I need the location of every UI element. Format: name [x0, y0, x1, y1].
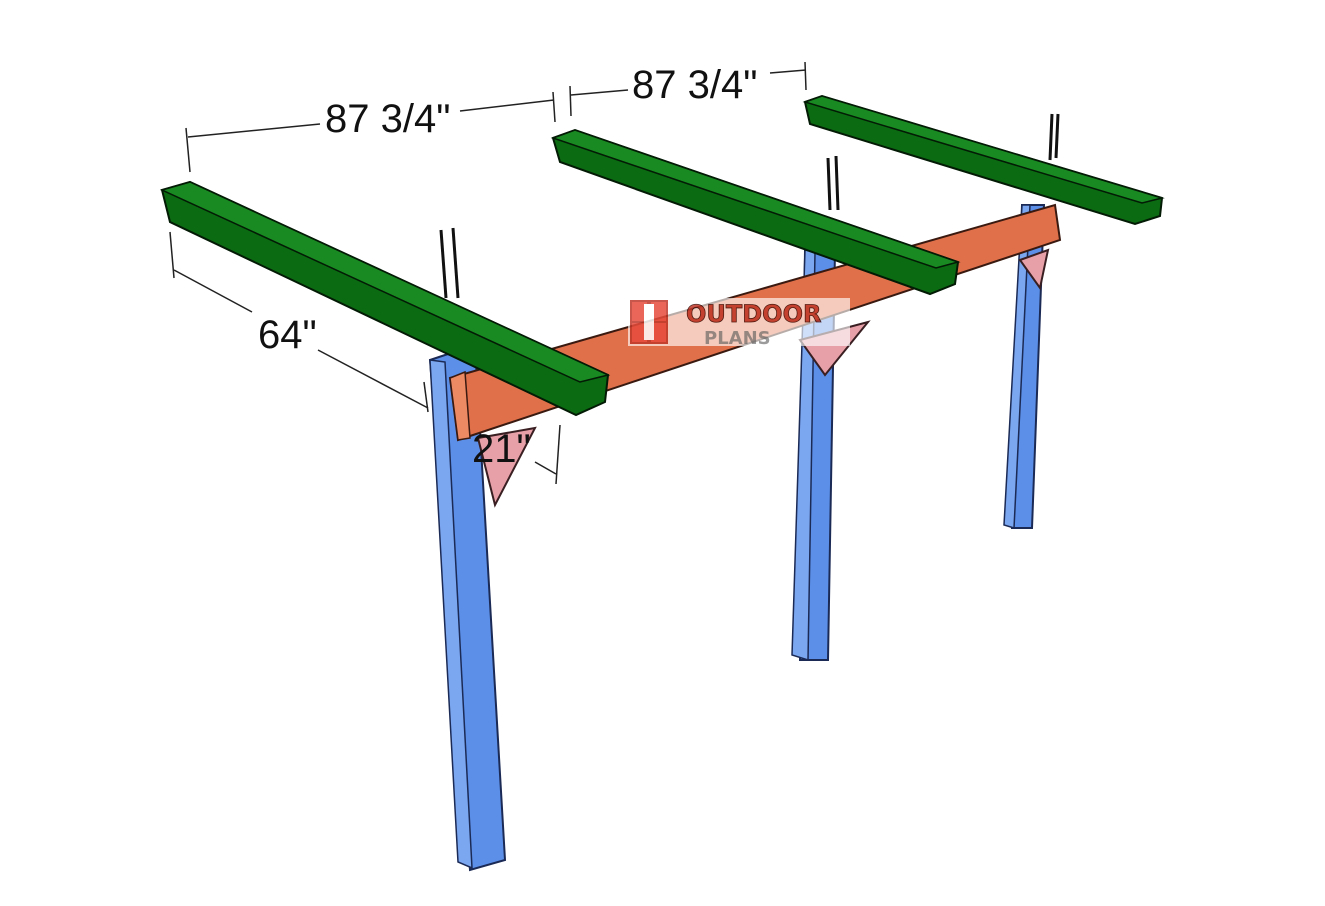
dimension-overhang	[534, 424, 561, 485]
screw-back	[1048, 113, 1060, 161]
watermark-logo: OUTDOOR PLANS	[628, 298, 850, 349]
dimension-spacing-left	[185, 91, 556, 173]
post-back-right	[1003, 204, 1046, 529]
logo-badge	[630, 300, 668, 344]
dimension-label-joist-length: 64"	[258, 313, 317, 357]
joist-middle	[550, 128, 961, 296]
brace-back	[1018, 248, 1050, 291]
screw-middle	[826, 155, 840, 211]
dimension-label-overhang: 21"	[472, 427, 531, 471]
screw-front	[439, 227, 460, 299]
joist-front	[159, 180, 611, 417]
post-front-left	[428, 343, 507, 872]
dimension-spacing-right	[569, 61, 807, 117]
dimension-joist-length	[169, 231, 429, 413]
brace-front	[476, 426, 537, 508]
dimension-label-spacing-right: 87 3/4"	[632, 63, 757, 107]
logo-text-plans: PLANS	[704, 328, 771, 349]
dimension-label-spacing-left: 87 3/4"	[325, 97, 450, 141]
logo-text-outdoor: OUTDOOR	[686, 300, 821, 328]
joist-back	[802, 94, 1165, 226]
